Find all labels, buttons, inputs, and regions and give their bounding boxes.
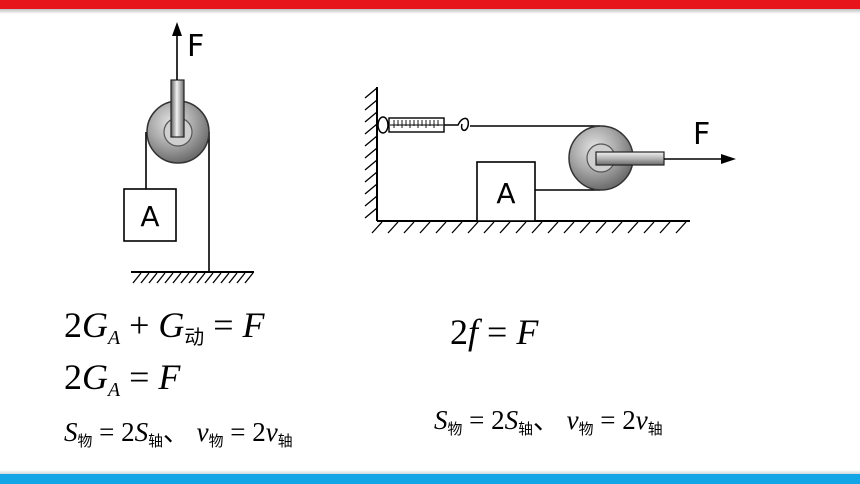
movable-pulley-horizontal-diagram: F A bbox=[364, 87, 736, 234]
wall-hatch bbox=[364, 87, 378, 221]
force-arrow-head bbox=[172, 22, 182, 36]
formula-left-3: S物 = 2S轴、 v物 = 2v轴 bbox=[64, 417, 293, 451]
bottom-bar-shadow bbox=[0, 470, 860, 474]
spring-scale bbox=[377, 116, 470, 134]
top-bar-shadow bbox=[0, 9, 860, 14]
formula-right-3: S物 = 2S轴、 v物 = 2v轴 bbox=[434, 405, 663, 439]
force-label: F bbox=[187, 29, 204, 64]
block-a-label: A bbox=[496, 177, 515, 210]
top-accent-bar bbox=[0, 0, 860, 9]
formula-left-2: 2GA = F bbox=[64, 357, 181, 401]
ground-hatch bbox=[131, 271, 254, 284]
force-label: F bbox=[693, 117, 710, 152]
formula-right-1: 2f = F bbox=[450, 312, 539, 352]
block-a-label: A bbox=[140, 200, 159, 233]
block-a bbox=[123, 188, 177, 242]
bottom-accent-bar bbox=[0, 474, 860, 484]
force-arrow-head bbox=[721, 154, 736, 164]
floor-hatch bbox=[371, 220, 690, 234]
movable-pulley-vertical-diagram: F A bbox=[123, 22, 254, 284]
pulley-axle bbox=[170, 79, 185, 138]
formula-left-1: 2GA + G动 = F bbox=[64, 305, 265, 349]
pulley-axle bbox=[595, 151, 665, 166]
block-a bbox=[476, 161, 536, 222]
